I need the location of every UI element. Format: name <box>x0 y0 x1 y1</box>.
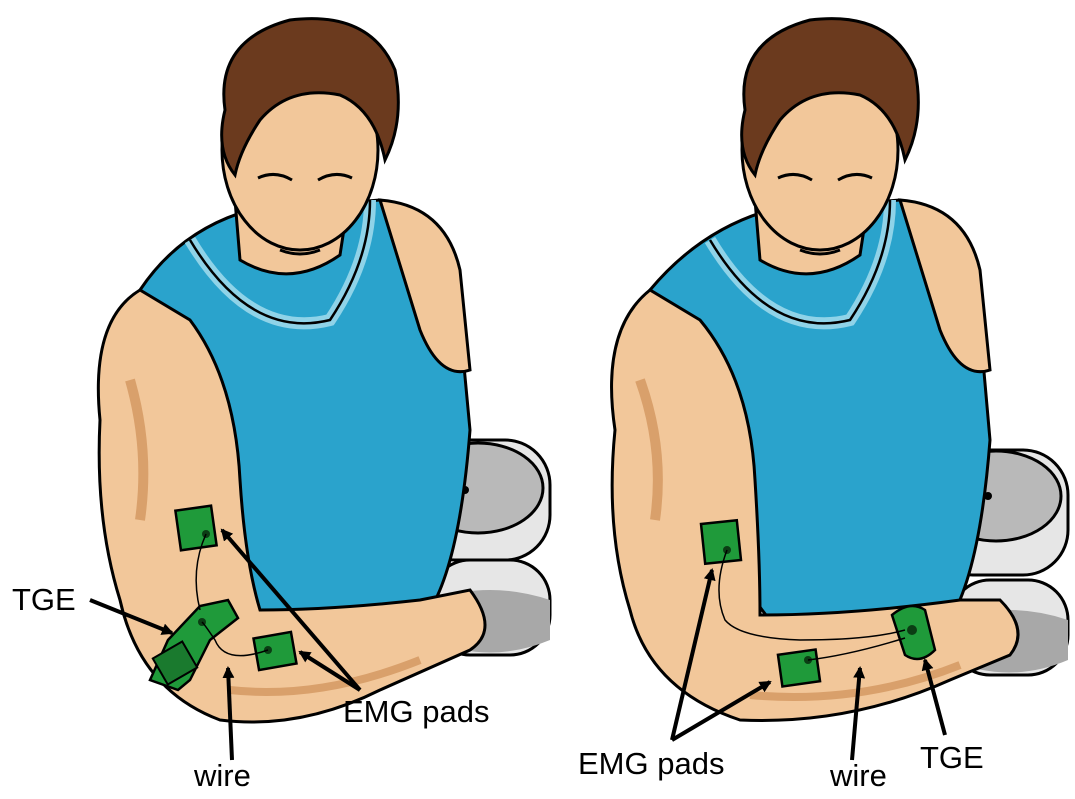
right-emg-pads-label: EMG pads <box>578 748 724 779</box>
right-wire-label: wire <box>830 760 887 791</box>
left-figure <box>90 19 550 760</box>
left-emg-pad-upper <box>175 506 216 551</box>
right-emg-pad-upper <box>701 520 741 564</box>
left-emg-pad-lower <box>254 632 297 670</box>
right-tge-label: TGE <box>920 742 984 773</box>
left-tge-label: TGE <box>12 584 76 615</box>
left-emg-pads-label: EMG pads <box>343 696 489 727</box>
left-wire-label: wire <box>194 760 251 791</box>
right-figure <box>612 19 1068 760</box>
right-emg-pad-lower <box>778 650 820 687</box>
